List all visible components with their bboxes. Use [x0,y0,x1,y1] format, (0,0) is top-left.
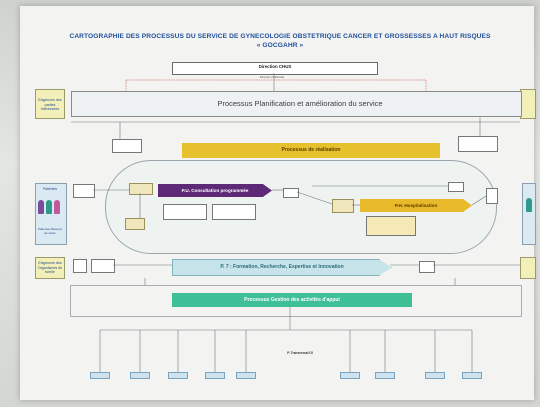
support-process: Processus Gestion des activités d'appui [172,293,412,307]
transfer-box [283,188,299,198]
left-panel-middle-bottom-label: Patientes Besoins de santé [37,227,62,235]
right-panel-middle [522,183,536,245]
patient-figure-right [526,198,532,212]
planning-band-label: Processus Planification et amélioration … [217,99,383,108]
support-band-outline [70,285,522,317]
patient-figure-1 [38,200,44,214]
left-panel-middle [35,183,67,245]
direction-sub-label: Direction Médicale [259,75,285,79]
right-panel-bottom [520,257,536,279]
bottom-center-label: P. Transversal GI [287,351,313,355]
support-sub-9 [462,372,482,379]
formation-process: P. 7 : Formation, Recherche, Expertise e… [172,259,392,276]
consultation-subbox-2 [212,204,256,220]
hospitalisation-subbox [366,216,416,236]
direction-box-label: Direction CHUS [258,64,292,69]
consultation-process: P.U. Consultation programmée [158,184,272,197]
support-sub-6 [340,372,360,379]
support-sub-8 [425,372,445,379]
consultation-subbox-1 [163,204,207,220]
left-panel-top-label: Exigences des parties intéressées [38,98,62,111]
support-sub-2 [130,372,150,379]
direction-box: Direction CHUS [172,62,378,75]
support-sub-7 [375,372,395,379]
formation-right-box [419,261,435,273]
support-sub-1 [90,372,110,379]
pre-consult-box [73,184,95,198]
exit-box-1 [448,182,464,192]
support-sub-4 [205,372,225,379]
left-panel-bottom: Exigences des Organismes de tutelle [35,257,65,279]
left-panel-middle-top-label: Patientes [42,187,58,191]
entry-box [129,183,153,195]
support-sub-3 [168,372,188,379]
admission-box [332,199,354,213]
mid-box-top-left [112,139,142,153]
realisation-bar-label: Processus de réalisation [281,147,341,153]
left-panel-bottom-label: Exigences des Organismes de tutelle [37,261,63,274]
support-process-label: Processus Gestion des activités d'appui [244,297,340,303]
formation-left-box-2 [91,259,115,273]
patient-figure-2 [46,200,52,214]
formation-process-label: P. 7 : Formation, Recherche, Expertise e… [220,264,344,270]
planning-band [71,91,522,117]
hospitalisation-process: P.H. Hospitalisation [360,199,472,212]
left-panel-top: Exigences des parties intéressées [35,89,65,119]
patient-figure-3 [54,200,60,214]
poster-title-line2: « GOCGAHR » [256,42,304,49]
poster-title-line1: CARTOGRAPHIE DES PROCESSUS DU SERVICE DE… [69,33,491,40]
entry-box-2 [125,218,145,230]
realisation-bar: Processus de réalisation [182,143,440,158]
hospitalisation-process-label: P.H. Hospitalisation [394,203,438,208]
formation-left-box [73,259,87,273]
mid-box-top-right [458,136,498,152]
exit-box-2 [486,188,498,204]
poster-title: CARTOGRAPHIE DES PROCESSUS DU SERVICE DE… [40,32,520,50]
consultation-process-label: P.U. Consultation programmée [181,188,249,193]
support-sub-5 [236,372,256,379]
